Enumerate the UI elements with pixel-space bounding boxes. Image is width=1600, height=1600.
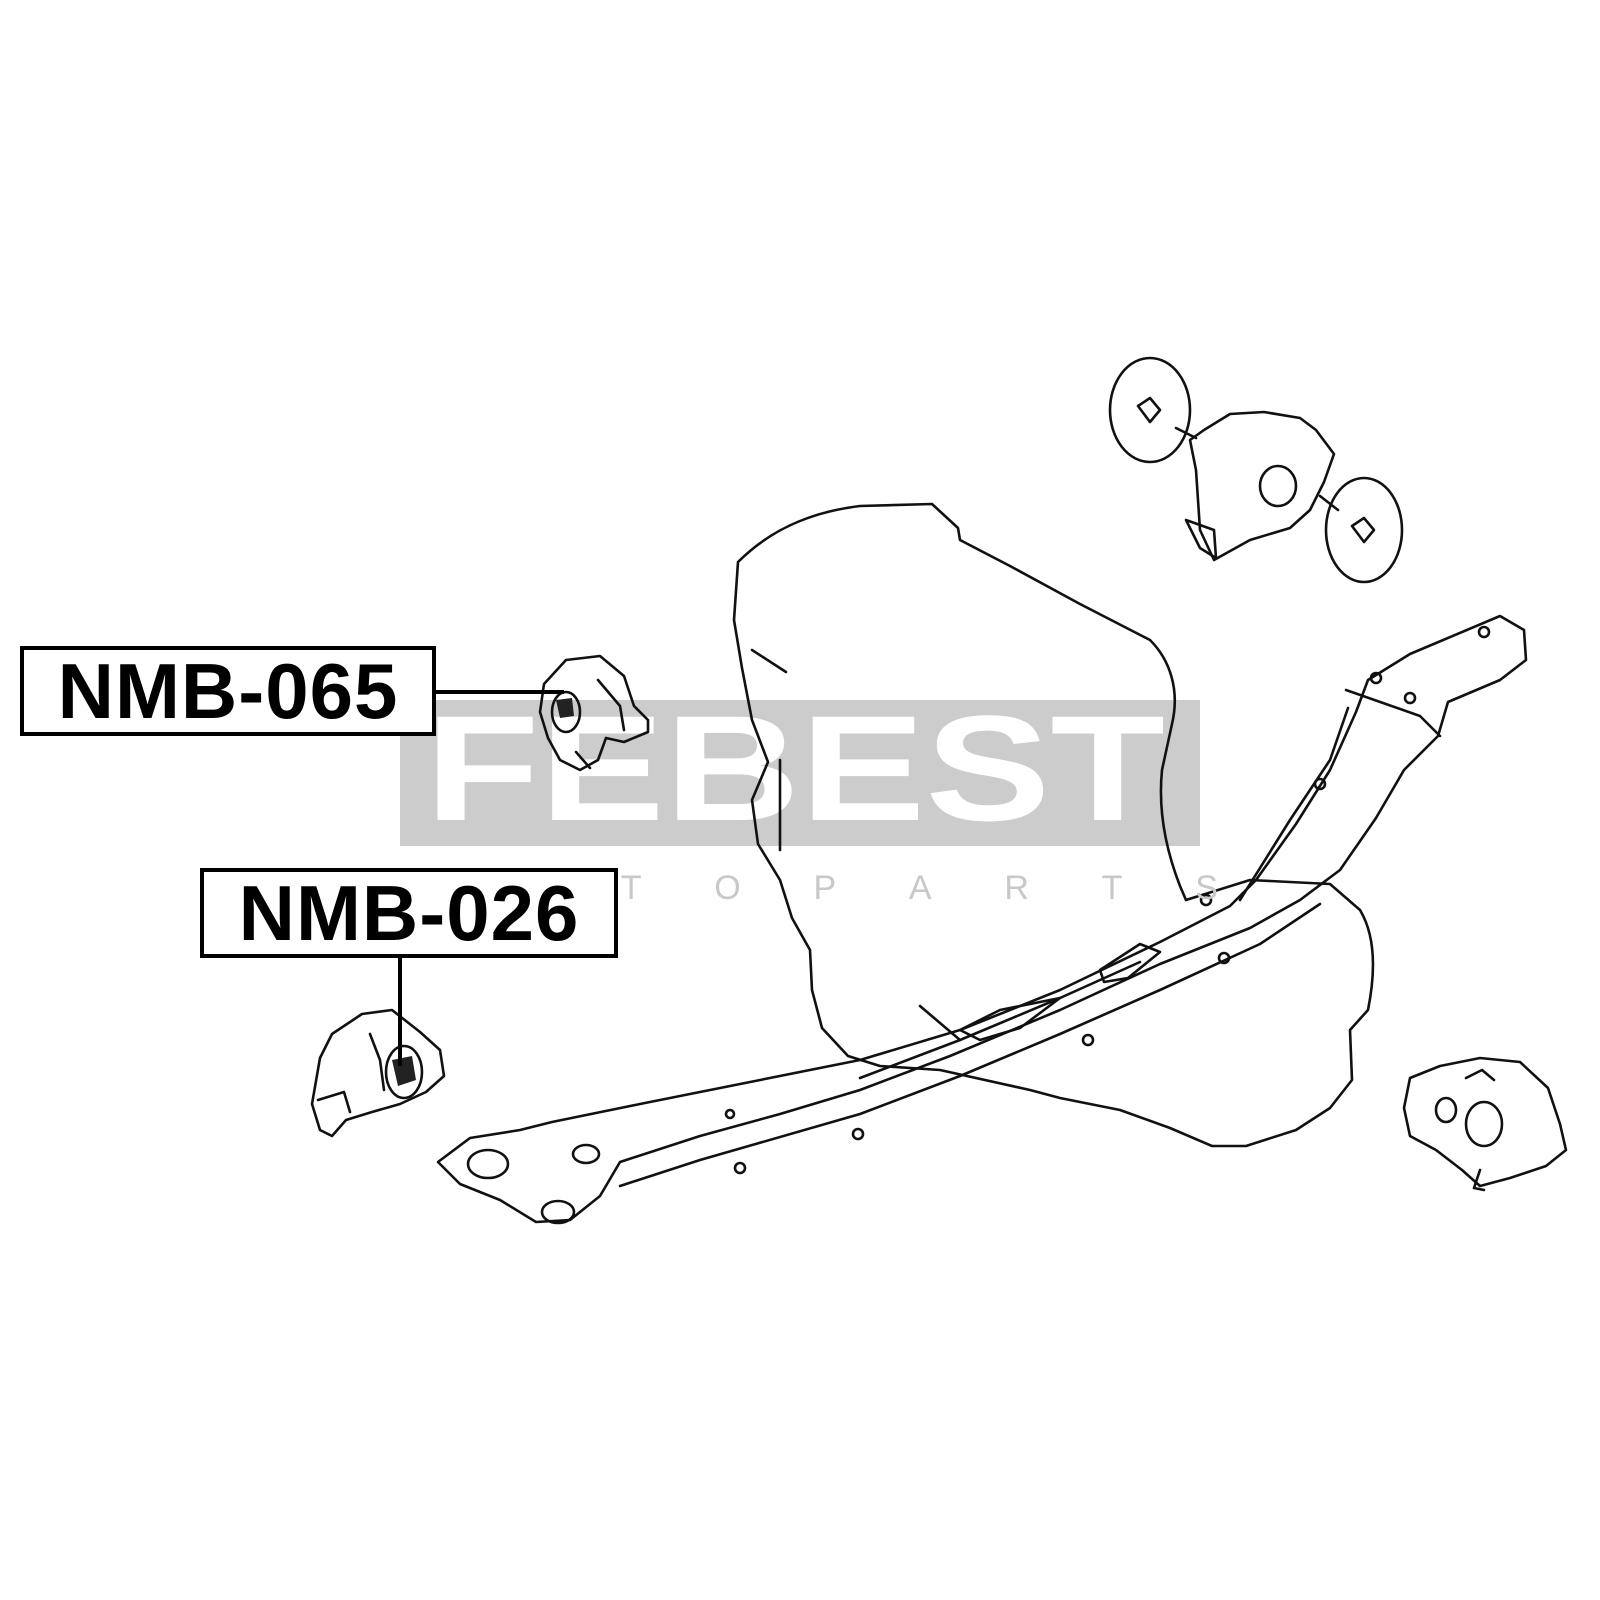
upper-right-mount (1108, 356, 1404, 584)
watermark-brand: FEBEST (425, 684, 1165, 852)
watermark-logo: FEBEST (400, 684, 1200, 852)
mount-nmb-065 (538, 654, 650, 772)
leader-lines (398, 690, 564, 1066)
lower-right-mount (1402, 1056, 1568, 1192)
part-label-nmb-065[interactable]: NMB-065 (20, 646, 436, 736)
engine-block-outline (732, 502, 1375, 1148)
front-subframe (436, 614, 1528, 1225)
mount-nmb-026 (310, 1008, 446, 1138)
part-label-nmb-026[interactable]: NMB-026 (200, 868, 618, 958)
